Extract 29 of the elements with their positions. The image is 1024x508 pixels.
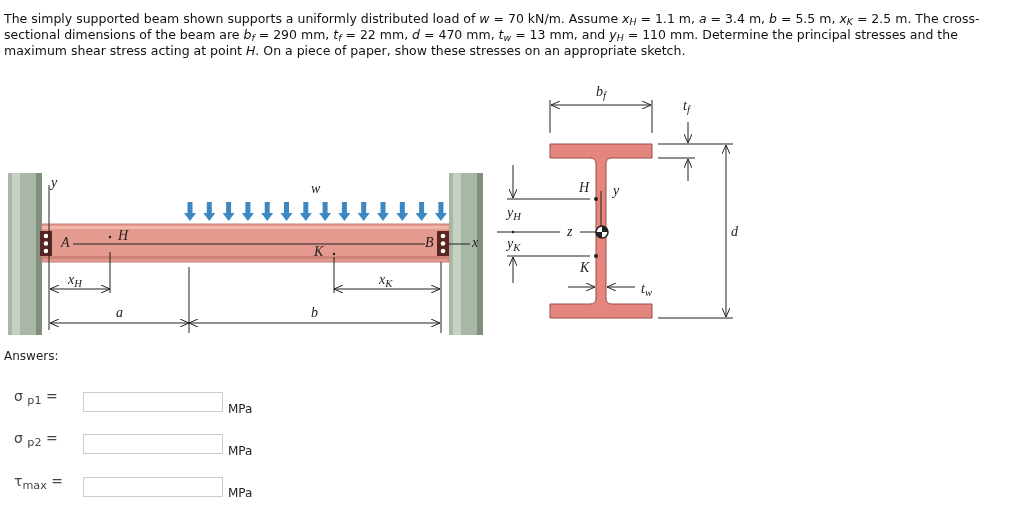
axis-label: y: [613, 183, 620, 199]
dimension-label: x$_{K}$: [379, 272, 393, 288]
point-label: K: [314, 244, 324, 260]
point-label: H: [118, 228, 129, 244]
dimension-label: d: [731, 224, 738, 240]
dimension-label: b: [311, 305, 318, 321]
dimension-label: y$_{H}$: [507, 205, 521, 221]
point-label: K: [580, 260, 590, 276]
dimension-label: t$_{f}$: [683, 98, 690, 114]
axis-label: z: [567, 224, 573, 240]
dimension-label: y$_{K}$: [507, 236, 521, 252]
answer-label: σ $_{p1}$ =: [14, 388, 58, 404]
answer-label: σ $_{p2}$ =: [14, 430, 58, 446]
dimension-label: t$_{w}$: [641, 281, 652, 297]
unit-label: MPa: [228, 486, 253, 500]
dimension-label: a: [116, 305, 123, 321]
axis-label: y: [51, 175, 58, 191]
point-label: B: [425, 235, 434, 251]
unit-label: MPa: [228, 402, 253, 416]
point-label: A: [61, 235, 70, 251]
answer-label: τ$_{max}$ =: [14, 473, 63, 489]
unit-label: MPa: [228, 444, 253, 458]
answers-heading: Answers:: [4, 349, 59, 363]
dimension-label: b$_{f}$: [596, 84, 606, 100]
point-label: H: [579, 180, 590, 196]
dimension-label: x$_{H}$: [68, 272, 82, 288]
axis-label: x: [472, 235, 479, 251]
load-label: w: [311, 181, 321, 197]
problem-statement: The simply supported beam shown supports a uniformly distributed load of w = 70 kN/m. Assume x$_{H}$ = 1.1 m, a = 3.4 m, b = 5.5 m, x$_{K}$ = 2.5 m. The cross-sectional dimensions of the beam are b$_{f}$ = 290 mm, t$_{f}$ = 22 mm, d = 470 mm, t$_{w}$ = 13 mm, and y$_{H}$ = 110 mm. Determine the principal stresses and the maximum shear stress acting at point H. On a piece of paper, show these stresses on an appropriate sketch.: [4, 11, 981, 59]
